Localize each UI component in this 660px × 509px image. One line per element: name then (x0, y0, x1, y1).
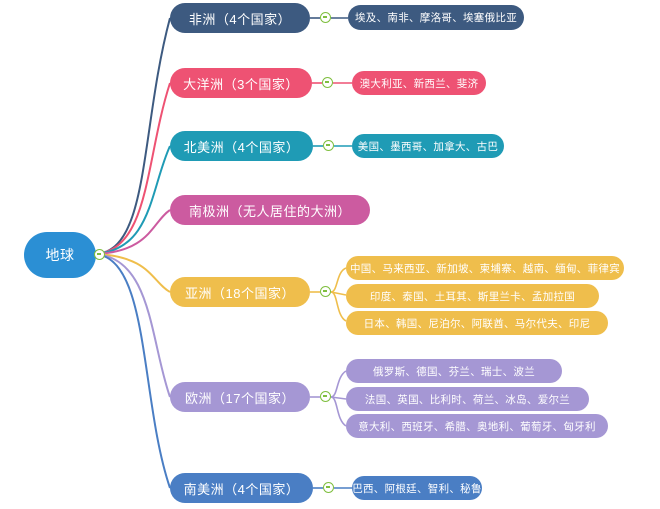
root-collapse-toggle-icon[interactable] (94, 249, 105, 260)
branch-node-south-america[interactable]: 南美洲（4个国家） (170, 473, 313, 503)
branch-collapse-toggle-africa-icon[interactable] (320, 12, 331, 23)
leaf-label-asia-countries-3: 日本、韩国、尼泊尔、阿联酋、马尔代夫、印尼 (363, 317, 591, 330)
leaf-node-asia-countries-2[interactable]: 印度、泰国、土耳其、斯里兰卡、孟加拉国 (346, 284, 599, 308)
leaf-node-north-america-countries[interactable]: 美国、墨西哥、加拿大、古巴 (352, 134, 504, 158)
root-node-label: 地球 (45, 247, 75, 263)
leaf-node-oceania-countries[interactable]: 澳大利亚、新西兰、斐济 (352, 71, 486, 95)
branch-collapse-toggle-south-america-icon[interactable] (323, 482, 334, 493)
branch-collapse-toggle-north-america-icon[interactable] (323, 140, 334, 151)
leaf-node-asia-countries-1[interactable]: 中国、马来西亚、新加坡、柬埔寨、越南、缅甸、菲律宾 (346, 256, 624, 280)
branch-node-europe[interactable]: 欧洲（17个国家） (170, 382, 310, 412)
branch-collapse-toggle-europe-icon[interactable] (320, 391, 331, 402)
leaf-label-europe-countries-2: 法国、英国、比利时、荷兰、冰岛、爱尔兰 (364, 393, 571, 406)
leaf-label-south-america-countries: 巴西、阿根廷、智利、秘鲁 (352, 482, 482, 495)
branch-node-north-america[interactable]: 北美洲（4个国家） (170, 131, 313, 161)
branch-node-africa[interactable]: 非洲（4个国家） (170, 3, 310, 33)
root-node-earth[interactable]: 地球 (24, 232, 96, 278)
leaf-node-africa-countries[interactable]: 埃及、南非、摩洛哥、埃塞俄比亚 (348, 5, 524, 30)
branch-node-asia[interactable]: 亚洲（18个国家） (170, 277, 310, 307)
branch-collapse-toggle-oceania-icon[interactable] (322, 77, 333, 88)
leaf-node-europe-countries-3[interactable]: 意大利、西班牙、希腊、奥地利、葡萄牙、匈牙利 (346, 414, 608, 438)
branch-label-antarctica: 南极洲（无人居住的大洲） (188, 203, 351, 219)
leaf-node-europe-countries-2[interactable]: 法国、英国、比利时、荷兰、冰岛、爱尔兰 (346, 387, 589, 411)
leaf-label-europe-countries-1: 俄罗斯、德国、芬兰、瑞士、波兰 (373, 365, 535, 378)
leaf-node-south-america-countries[interactable]: 巴西、阿根廷、智利、秘鲁 (352, 476, 482, 500)
leaf-label-europe-countries-3: 意大利、西班牙、希腊、奥地利、葡萄牙、匈牙利 (358, 420, 596, 433)
branch-label-south-america: 南美洲（4个国家） (183, 481, 300, 497)
leaf-node-asia-countries-3[interactable]: 日本、韩国、尼泊尔、阿联酋、马尔代夫、印尼 (346, 311, 608, 335)
leaf-label-asia-countries-2: 印度、泰国、土耳其、斯里兰卡、孟加拉国 (369, 290, 576, 303)
leaf-label-north-america-countries: 美国、墨西哥、加拿大、古巴 (357, 140, 499, 153)
leaf-label-africa-countries: 埃及、南非、摩洛哥、埃塞俄比亚 (355, 12, 517, 24)
leaf-label-asia-countries-1: 中国、马来西亚、新加坡、柬埔寨、越南、缅甸、菲律宾 (350, 262, 620, 275)
branch-label-africa: 非洲（4个国家） (188, 11, 292, 27)
branch-node-antarctica[interactable]: 南极洲（无人居住的大洲） (170, 195, 370, 225)
branch-label-oceania: 大洋洲（3个国家） (183, 76, 299, 92)
branch-node-oceania[interactable]: 大洋洲（3个国家） (170, 68, 312, 98)
branch-collapse-toggle-asia-icon[interactable] (320, 286, 331, 297)
leaf-label-oceania-countries: 澳大利亚、新西兰、斐济 (359, 77, 479, 90)
branch-label-asia: 亚洲（18个国家） (185, 285, 295, 301)
leaf-node-europe-countries-1[interactable]: 俄罗斯、德国、芬兰、瑞士、波兰 (346, 359, 562, 383)
branch-label-europe: 欧洲（17个国家） (185, 390, 295, 406)
branch-label-north-america: 北美洲（4个国家） (183, 139, 300, 155)
